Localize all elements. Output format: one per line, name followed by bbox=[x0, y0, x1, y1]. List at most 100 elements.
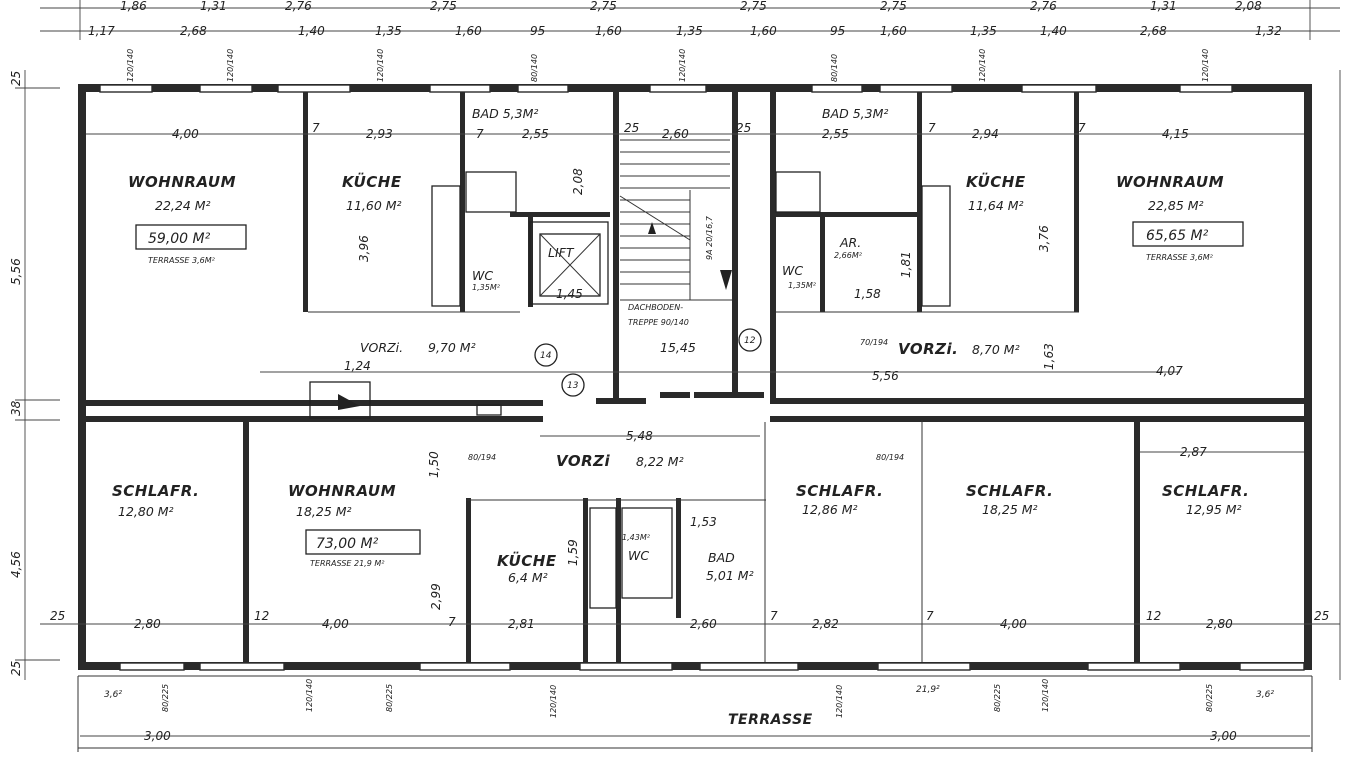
dim-158: 1,58 bbox=[854, 287, 881, 301]
top-dim-5: 2,75 bbox=[590, 0, 617, 13]
top-dim-6: 2,75 bbox=[740, 0, 767, 13]
top-dim2-4: 1,35 bbox=[375, 24, 402, 38]
schlafr-right-area: 12,95 M² bbox=[1186, 502, 1242, 517]
dim-300-right: 3,00 bbox=[1210, 729, 1237, 743]
vorzi-ur-label: VORZi. bbox=[898, 340, 958, 358]
stair-label: DACHBODEN- bbox=[628, 303, 683, 312]
schlafr-mid-label: SCHLAFR. bbox=[796, 482, 883, 500]
wohnraum-ul-label: WOHNRAUM bbox=[128, 173, 236, 191]
terrace-area-mid: 21,9² bbox=[916, 685, 940, 695]
terrace-area-right: 3,6² bbox=[1256, 690, 1274, 700]
stair-up-arrow bbox=[648, 222, 656, 234]
lift-label: LIFT bbox=[548, 245, 575, 260]
dim-7f: 7 bbox=[770, 609, 778, 623]
top-dim2-1: 1,17 bbox=[88, 24, 115, 38]
vorzi-lower-area: 8,22 M² bbox=[636, 454, 684, 469]
opening-4: 80/140 bbox=[530, 54, 539, 82]
dim-stair: 2,60 bbox=[662, 127, 689, 141]
opening-16: 120/140 bbox=[835, 685, 844, 718]
top-windows bbox=[99, 84, 1233, 93]
wc-ul-label: WC bbox=[472, 268, 493, 283]
bad-lower-area: 5,01 M² bbox=[706, 568, 754, 583]
dim-schlafr-mid: 2,82 bbox=[812, 617, 839, 631]
upper-right-unit: BAD 5,3M² KÜCHE 11,64 M² WOHNRAUM 22,85 … bbox=[782, 106, 1244, 358]
opening-5: 120/140 bbox=[678, 49, 687, 82]
fixtures bbox=[309, 171, 951, 609]
dim-7e: 7 bbox=[448, 615, 456, 629]
vorzi-lower-label: VORZi bbox=[556, 452, 611, 470]
dim-7a: 7 bbox=[312, 121, 320, 135]
schlafr-left-label: SCHLAFR. bbox=[112, 482, 199, 500]
opening-8: 120/140 bbox=[1201, 49, 1210, 82]
schlafr-big-area: 18,25 M² bbox=[982, 502, 1038, 517]
vorzi-ur-area: 8,70 M² bbox=[972, 342, 1020, 357]
dim-376: 3,76 bbox=[1037, 225, 1051, 252]
opening-9: 80/194 bbox=[468, 453, 496, 462]
top-dim2-15: 1,32 bbox=[1255, 24, 1282, 38]
top-dim2-13: 1,40 bbox=[1040, 24, 1067, 38]
top-dim-8: 2,76 bbox=[1030, 0, 1057, 13]
kueche-lower-label: KÜCHE bbox=[497, 551, 557, 570]
opening-2: 120/140 bbox=[226, 49, 235, 82]
landing-area: 15,45 bbox=[660, 340, 696, 355]
dim-kueche-ur: 2,94 bbox=[972, 127, 999, 141]
top-dim2-8: 1,35 bbox=[676, 24, 703, 38]
dim-7g: 7 bbox=[926, 609, 934, 623]
dim-12b: 12 bbox=[1146, 609, 1161, 623]
dim-bad-lower: 2,60 bbox=[690, 617, 717, 631]
wohnraum-ul-area: 22,24 M² bbox=[155, 198, 211, 213]
vorzi-ul-area: 9,70 M² bbox=[428, 340, 476, 355]
door-12: 12 bbox=[744, 336, 756, 346]
dim-153: 1,53 bbox=[690, 515, 717, 529]
top-dim2-2: 2,68 bbox=[180, 24, 207, 38]
upper-partitions bbox=[303, 92, 1079, 404]
opening-3: 120/140 bbox=[376, 49, 385, 82]
top-dim2-12: 1,35 bbox=[970, 24, 997, 38]
unit-ur-total: 65,65 M² bbox=[1146, 228, 1209, 244]
terrace-ul: TERRASSE 3,6M² bbox=[148, 256, 216, 265]
stair-down-arrow bbox=[720, 270, 732, 290]
opening-6: 80/140 bbox=[830, 54, 839, 82]
staircase bbox=[619, 139, 732, 301]
wohnraum-ur-label: WOHNRAUM bbox=[1116, 173, 1224, 191]
kueche-ul-label: KÜCHE bbox=[342, 172, 402, 191]
dim-25-left: 25 bbox=[50, 609, 65, 623]
terrace-ur: TERRASSE 3,6M² bbox=[1146, 253, 1214, 262]
terrace: TERRASSE 3,6² 21,9² 3,6² bbox=[104, 685, 1274, 728]
opening-annotations: 120/140 120/140 120/140 80/140 120/140 8… bbox=[126, 49, 1214, 718]
dim-150: 1,50 bbox=[427, 451, 441, 478]
wohnraum-lower-area: 18,25 M² bbox=[296, 504, 352, 519]
left-dimension-chain: 25 5,56 38 4,56 25 bbox=[9, 70, 1341, 680]
dim-287: 2,87 bbox=[1180, 445, 1207, 459]
unit-ul-total: 59,00 M² bbox=[148, 231, 211, 247]
stair-label-2: TREPPE 90/140 bbox=[628, 318, 689, 327]
dim-kueche-lower: 2,81 bbox=[508, 617, 535, 631]
bad-lower-label: BAD bbox=[708, 550, 735, 565]
top-dim2-11: 1,60 bbox=[880, 24, 907, 38]
top-dim2-3: 1,40 bbox=[298, 24, 325, 38]
dim-163: 1,63 bbox=[1042, 343, 1056, 370]
dim-25-right: 25 bbox=[1314, 609, 1329, 623]
opening-14: 120/140 bbox=[305, 679, 314, 712]
dim-7d: 7 bbox=[1078, 121, 1086, 135]
side-dim-4: 4,56 bbox=[9, 551, 23, 578]
terrace-label: TERRASSE bbox=[728, 712, 813, 728]
dim-25a: 25 bbox=[624, 121, 639, 135]
dim-bad-ur: 2,55 bbox=[822, 127, 849, 141]
top-dimension-chains: 1,86 1,31 2,76 2,75 2,75 2,75 2,75 2,76 … bbox=[40, 0, 1340, 40]
door-14: 14 bbox=[540, 351, 552, 361]
wc-lower-area: 1,43M² bbox=[622, 533, 651, 542]
side-dim-1: 25 bbox=[9, 71, 23, 86]
ar-area: 2,66M² bbox=[834, 251, 863, 260]
wohnraum-lower-label: WOHNRAUM bbox=[288, 482, 396, 500]
wc-ur-area: 1,35M² bbox=[788, 281, 817, 290]
dim-299: 2,99 bbox=[429, 583, 443, 610]
opening-1: 120/140 bbox=[126, 49, 135, 82]
dim-407: 4,07 bbox=[1156, 364, 1183, 378]
dim-208: 2,08 bbox=[571, 168, 585, 195]
wc-ur-label: WC bbox=[782, 263, 803, 278]
side-dim-5: 25 bbox=[9, 661, 23, 676]
kueche-ul-area: 11,60 M² bbox=[346, 198, 402, 213]
dim-548: 5,48 bbox=[626, 429, 653, 443]
dim-schlafr-right: 2,80 bbox=[1206, 617, 1233, 631]
